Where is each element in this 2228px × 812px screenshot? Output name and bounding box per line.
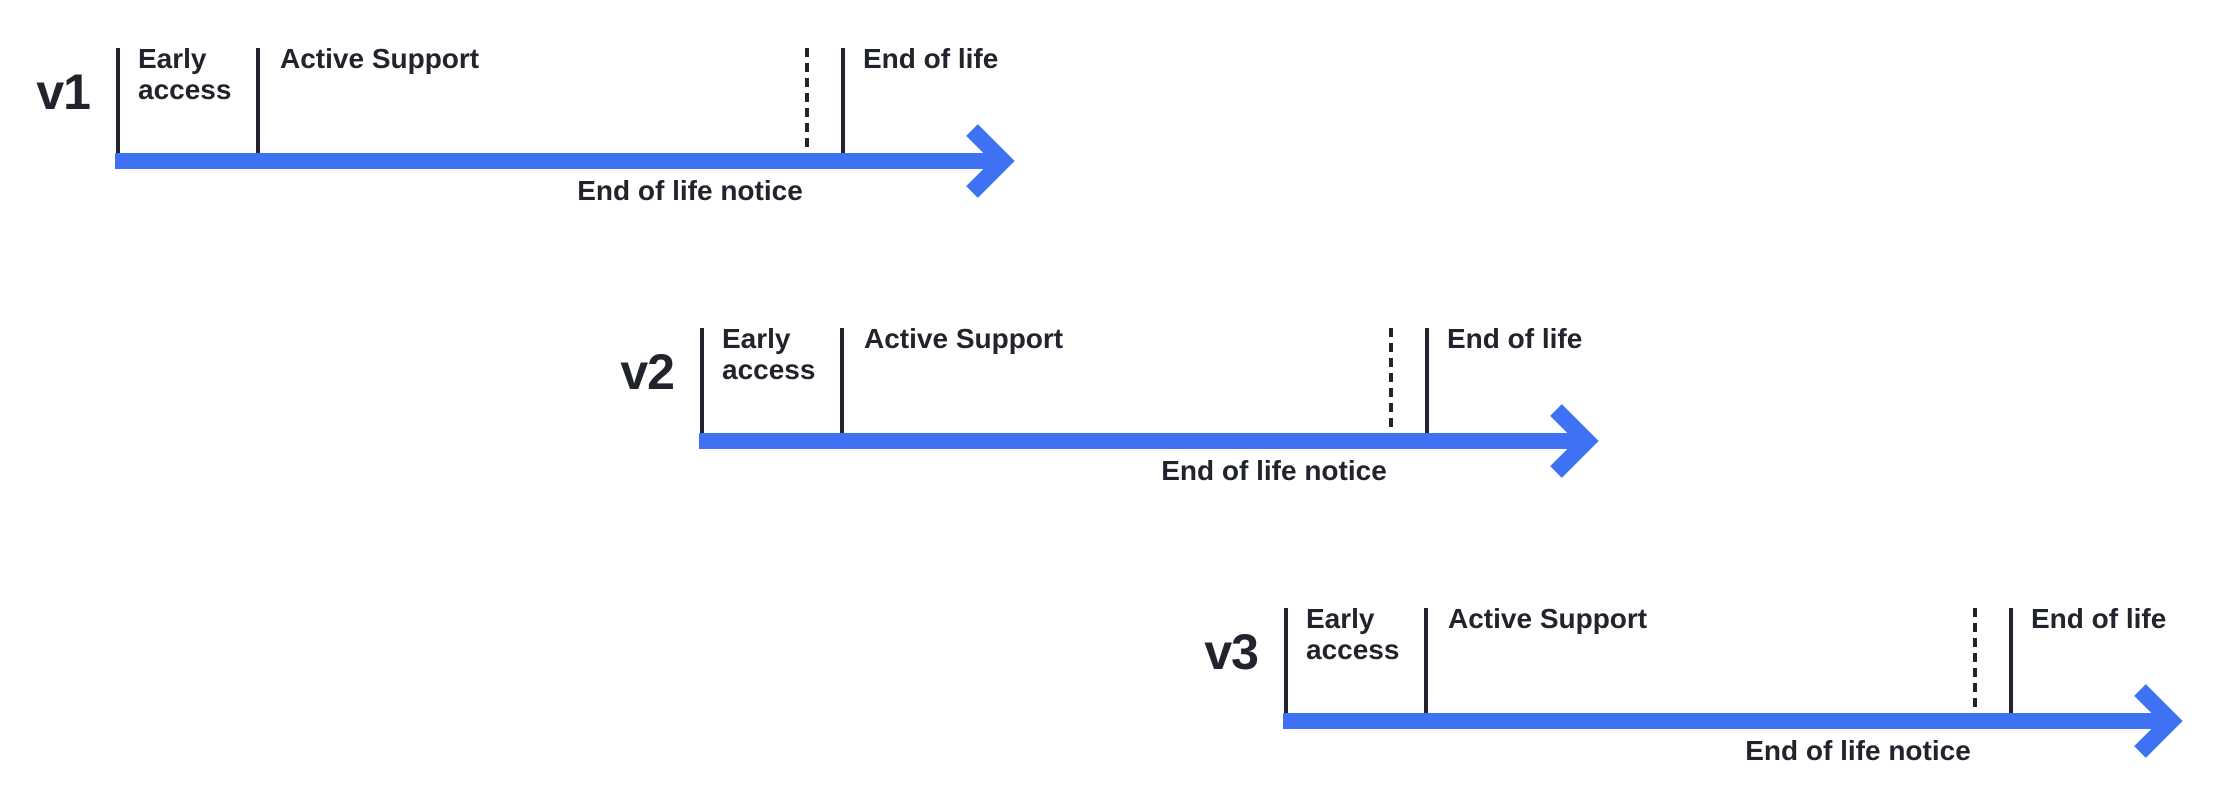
end-of-life-label: End of life bbox=[863, 43, 999, 74]
timeline-arrow bbox=[115, 124, 1015, 198]
early-access-label: Early access bbox=[1306, 603, 1400, 665]
early-access-label: Early access bbox=[722, 323, 816, 385]
end-of-life-label: End of life bbox=[2031, 603, 2167, 634]
version-label-v1: v1 bbox=[36, 64, 91, 120]
eol-notice-dashed-tick bbox=[1973, 608, 1977, 711]
active-support-label: Active Support bbox=[864, 323, 1064, 354]
timeline-arrow bbox=[1283, 684, 2183, 758]
active-support-start-tick bbox=[256, 48, 260, 153]
end-of-life-tick bbox=[2009, 608, 2013, 713]
early-access-label: Early access bbox=[138, 43, 232, 105]
active-support-start-tick bbox=[840, 328, 844, 433]
release-tick bbox=[700, 328, 704, 433]
active-support-start-tick bbox=[1424, 608, 1428, 713]
timeline-arrow bbox=[699, 404, 1599, 478]
end-of-life-label: End of life bbox=[1447, 323, 1583, 354]
end-of-life-tick bbox=[841, 48, 845, 153]
active-support-label: Active Support bbox=[280, 43, 480, 74]
active-support-label: Active Support bbox=[1448, 603, 1648, 634]
end-of-life-tick bbox=[1425, 328, 1429, 433]
eol-notice-dashed-tick bbox=[1389, 328, 1393, 431]
eol-notice-label: End of life notice bbox=[1745, 735, 1971, 766]
eol-notice-label: End of life notice bbox=[577, 175, 803, 206]
release-tick bbox=[116, 48, 120, 153]
eol-notice-dashed-tick bbox=[805, 48, 809, 151]
release-tick bbox=[1284, 608, 1288, 713]
eol-notice-label: End of life notice bbox=[1161, 455, 1387, 486]
version-label-v2: v2 bbox=[620, 344, 675, 400]
version-label-v3: v3 bbox=[1204, 624, 1259, 680]
